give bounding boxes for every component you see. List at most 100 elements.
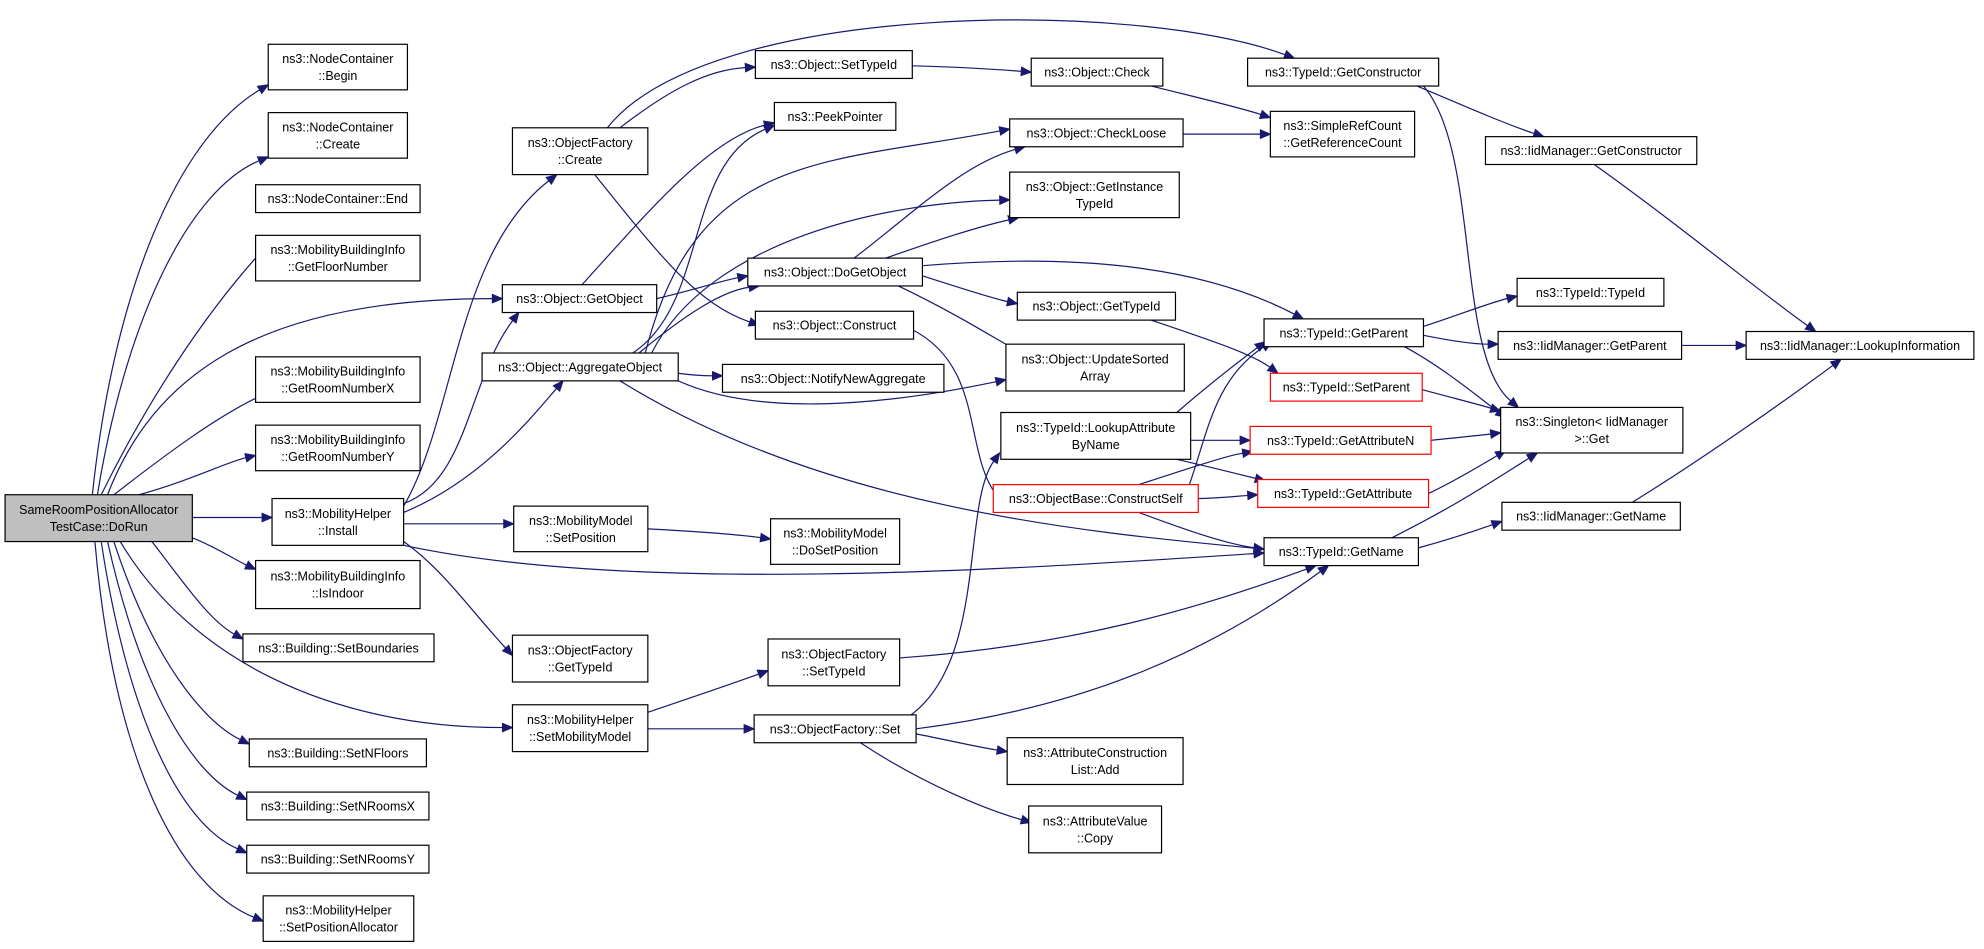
edge-line — [192, 537, 247, 566]
node-label-line: ns3::MobilityBuildingInfo — [270, 433, 405, 447]
edge-line — [91, 89, 260, 495]
node-ofSetTypeId[interactable]: ns3::ObjectFactory::SetTypeId — [767, 638, 901, 687]
node-mhInstall[interactable]: ns3::MobilityHelper::Install — [271, 497, 405, 546]
node-oSetTypeId[interactable]: ns3::Object::SetTypeId — [754, 50, 913, 80]
node-oNotify[interactable]: ns3::Object::NotifyNewAggregate — [721, 363, 945, 393]
node-tGetCtor[interactable]: ns3::TypeId::GetConstructor — [1246, 57, 1440, 87]
node-oGetObject[interactable]: ns3::Object::GetObject — [501, 284, 658, 314]
edge-line — [403, 388, 557, 514]
node-label-line: ns3::Object::GetTypeId — [1032, 300, 1160, 314]
node-label-line: ns3::TypeId::GetConstructor — [1265, 66, 1421, 80]
node-label-line: ns3::ObjectFactory — [528, 644, 634, 658]
node-ofGetTypeId[interactable]: ns3::ObjectFactory::GetTypeId — [511, 634, 649, 683]
node-mmSetPos[interactable]: ns3::MobilityModel::SetPosition — [513, 505, 649, 553]
edge-line — [910, 328, 1000, 499]
edge-line — [119, 541, 503, 729]
edge-arrowhead — [244, 453, 257, 463]
node-oAggregate[interactable]: ns3::Object::AggregateObject — [481, 352, 679, 382]
node-avCopy[interactable]: ns3::AttributeValue::Copy — [1028, 805, 1163, 854]
node-ofSet[interactable]: ns3::ObjectFactory::Set — [753, 714, 917, 744]
node-ncCreate[interactable]: ns3::NodeContainer::Create — [267, 112, 409, 159]
node-label-line: ns3::Object::GetObject — [516, 292, 643, 306]
edge-arrowhead — [1304, 564, 1318, 574]
node-tGetName[interactable]: ns3::TypeId::GetName — [1263, 537, 1420, 567]
edge-arrowhead — [1507, 396, 1520, 409]
node-box — [1246, 57, 1440, 87]
node-label-line: ns3::ObjectFactory::Set — [770, 722, 901, 736]
node-label-line: ns3::TypeId::LookupAttribute — [1016, 421, 1175, 435]
node-tGetParent[interactable]: ns3::TypeId::GetParent — [1263, 318, 1425, 348]
node-label-line: ns3::TypeId::GetAttribute — [1274, 487, 1412, 501]
node-label-line: ::SetPositionAllocator — [279, 921, 398, 935]
node-label-line: ns3::MobilityBuildingInfo — [270, 365, 405, 379]
node-bSetFloors[interactable]: ns3::Building::SetNFloors — [248, 738, 428, 768]
edge-arrowhead — [503, 518, 516, 529]
edge-line — [647, 673, 759, 713]
node-imLookup[interactable]: ns3::IidManager::LookupInformation — [1745, 330, 1975, 360]
node-bSetBounds[interactable]: ns3::Building::SetBoundaries — [242, 633, 435, 663]
node-mhSetPosAlloc[interactable]: ns3::MobilityHelper::SetPositionAllocato… — [262, 895, 415, 942]
call-edge-tGetCtor-to-singleton — [1423, 85, 1520, 409]
call-edge-tGetName-to-singleton — [1391, 452, 1539, 539]
edge-arrowhead — [1804, 321, 1817, 333]
node-ofCreate[interactable]: ns3::ObjectFactory::Create — [511, 127, 649, 176]
node-label-line: ns3::IidManager::LookupInformation — [1760, 339, 1960, 353]
call-edge-ofSetTypeId-to-tGetName — [899, 564, 1318, 659]
edge-line — [581, 124, 765, 286]
node-bSetRoomsX[interactable]: ns3::Building::SetNRoomsX — [246, 791, 430, 821]
node-tGetAttr[interactable]: ns3::TypeId::GetAttribute — [1257, 478, 1430, 508]
edge-line — [1198, 494, 1248, 500]
node-ncBegin[interactable]: ns3::NodeContainer::Begin — [267, 43, 409, 91]
node-imGetName[interactable]: ns3::IidManager::GetName — [1501, 501, 1681, 531]
node-tTypeId[interactable]: ns3::TypeId::TypeId — [1516, 277, 1665, 307]
edge-line — [1422, 389, 1492, 409]
node-mhSetModel[interactable]: ns3::MobilityHelper::SetMobilityModel — [511, 704, 649, 753]
node-label-line: ::GetFloorNumber — [288, 260, 388, 274]
node-box — [501, 284, 658, 314]
node-tSetParent[interactable]: ns3::TypeId::SetParent — [1269, 372, 1423, 402]
node-ncEnd[interactable]: ns3::NodeContainer::End — [254, 184, 421, 214]
edge-line — [1188, 346, 1264, 485]
node-label-line: ns3::Object::CheckLoose — [1027, 126, 1167, 140]
edge-line — [619, 67, 746, 129]
edge-arrowhead — [743, 723, 756, 734]
node-box — [1009, 118, 1184, 148]
node-oCheck[interactable]: ns3::Object::Check — [1030, 57, 1164, 87]
node-mbiIndoor[interactable]: ns3::MobilityBuildingInfo::IsIndoor — [254, 559, 421, 610]
node-label-line: ns3::Object::GetInstance — [1026, 180, 1164, 194]
node-imGetCtor[interactable]: ns3::IidManager::GetConstructor — [1484, 136, 1698, 166]
node-mbiRoomY[interactable]: ns3::MobilityBuildingInfo::GetRoomNumber… — [254, 424, 421, 472]
node-singleton[interactable]: ns3::Singleton< IidManager>::Get — [1500, 406, 1684, 454]
edge-line — [910, 460, 995, 716]
edge-arrowhead — [1239, 435, 1252, 446]
edge-line — [647, 528, 761, 539]
node-obConstructSelf[interactable]: ns3::ObjectBase::ConstructSelf — [992, 484, 1199, 514]
node-label-line: TestCase::DoRun — [50, 520, 148, 534]
node-oCheckLoose[interactable]: ns3::Object::CheckLoose — [1009, 118, 1184, 148]
edge-arrowhead — [552, 379, 564, 393]
node-mmDoSetPos[interactable]: ns3::MobilityModel::DoSetPosition — [769, 518, 901, 565]
node-oGetTypeId[interactable]: ns3::Object::GetTypeId — [1016, 291, 1177, 321]
node-mbiRoomX[interactable]: ns3::MobilityBuildingInfo::GetRoomNumber… — [254, 356, 421, 403]
edge-line — [606, 19, 1286, 129]
node-box — [1497, 330, 1683, 360]
edge-arrowhead — [545, 173, 558, 185]
node-bSetRoomsY[interactable]: ns3::Building::SetNRoomsY — [246, 844, 430, 874]
node-srcGetRef[interactable]: ns3::SimpleRefCount::GetReferenceCount — [1269, 110, 1416, 158]
call-edge-tGetCtor-to-imGetCtor — [1416, 85, 1545, 139]
node-peek[interactable]: ns3::PeekPointer — [773, 101, 897, 131]
node-tGetAttrN[interactable]: ns3::TypeId::GetAttributeN — [1249, 425, 1432, 455]
node-oConstruct[interactable]: ns3::Object::Construct — [754, 310, 915, 340]
call-edge-tLookupAttr-to-tGetAttrN — [1190, 435, 1252, 446]
node-mbiFloor[interactable]: ns3::MobilityBuildingInfo::GetFloorNumbe… — [254, 234, 421, 282]
node-imGetParent[interactable]: ns3::IidManager::GetParent — [1497, 330, 1683, 360]
node-oDoGet[interactable]: ns3::Object::DoGetObject — [747, 257, 924, 287]
edge-line — [922, 275, 1008, 303]
call-edge-mhInstall-to-oGetObject — [403, 311, 520, 505]
call-edge-oCheck-to-srcGetRef — [1151, 85, 1272, 120]
